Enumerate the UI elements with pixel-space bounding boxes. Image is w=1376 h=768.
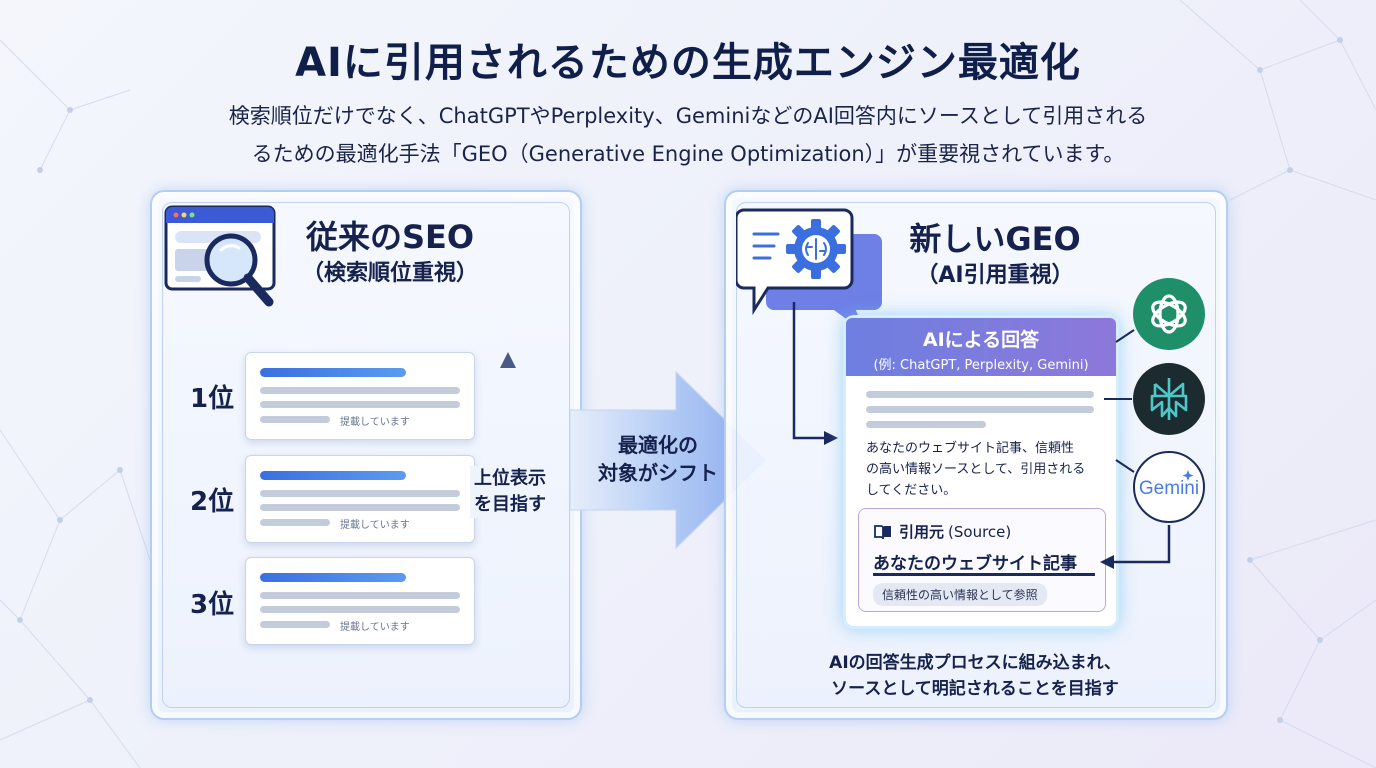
ai-answer-text: あなたのウェブサイト記事、信頼性 の高い情報ソースとして、引用される してくださ… — [866, 441, 1086, 498]
geo-heading: 新しいGEO — [909, 220, 1081, 258]
geo-caption: AIの回答生成プロセスに組み込まれ、 ソースとして明記されることを目指す — [829, 653, 1121, 699]
rank-label-3: 3位 — [190, 590, 235, 620]
result-text-bar — [260, 401, 460, 408]
rank-label-2: 2位 — [190, 487, 235, 517]
search-result-card: 提載しています — [245, 455, 475, 543]
subtitle-line-1: 検索順位だけでなく、ChatGPTやPerplexity、GeminiなどのAI… — [228, 104, 1148, 128]
gemini-logo-icon: Gemini — [1133, 451, 1205, 523]
result-note: 提載しています — [340, 622, 410, 633]
ai-chat-gear-icon — [736, 208, 882, 332]
book-icon — [874, 524, 891, 539]
result-note: 提載しています — [340, 417, 410, 428]
search-result-card: 提載しています — [245, 557, 475, 645]
ai-answer-header: AIによる回答 (例: ChatGPT, Perplexity, Gemini) — [846, 318, 1116, 376]
geo-panel-inner-frame — [736, 202, 1216, 708]
source-title: あなたのウェブサイト記事 — [873, 554, 1077, 574]
ai-answer-box: AIによる回答 (例: ChatGPT, Perplexity, Gemini)… — [846, 318, 1116, 626]
seo-heading: 従来のSEO — [305, 218, 475, 256]
result-text-bar — [260, 606, 460, 613]
gemini-logo-text: Gemini — [1139, 478, 1199, 499]
result-text-bar — [260, 504, 460, 511]
result-title-bar — [260, 573, 406, 582]
chatgpt-logo-icon — [1133, 278, 1205, 350]
shift-arrow — [570, 370, 767, 550]
subtitle-line-2: るための最適化手法「GEO（Generative Engine Optimiza… — [251, 142, 1125, 166]
result-title-bar — [260, 368, 406, 377]
answer-text-bar — [866, 406, 1094, 413]
search-result-card: 提載しています — [245, 352, 475, 440]
result-text-bar — [260, 416, 330, 423]
page-subtitle: 検索順位だけでなく、ChatGPTやPerplexity、GeminiなどのAI… — [110, 97, 1266, 173]
perplexity-logo-icon — [1133, 363, 1205, 435]
source-label-sub: (Source) — [948, 522, 1012, 541]
citation-source-box: 引用元 (Source) あなたのウェブサイト記事 信頼性の高い情報として参照 — [858, 508, 1106, 612]
browser-search-icon — [164, 205, 276, 307]
logo-connectors — [1100, 329, 1171, 569]
ai-answer-examples: (例: ChatGPT, Perplexity, Gemini) — [873, 358, 1089, 373]
seo-subheading: （検索順位重視） — [301, 261, 478, 286]
result-text-bar — [260, 519, 330, 526]
top-rank-goal-label: 上位表示 を目指す — [470, 466, 550, 518]
chat-to-answer-connector — [792, 302, 838, 445]
answer-text-bar — [866, 391, 1094, 398]
result-text-bar — [260, 592, 460, 599]
source-label-main: 引用元 — [899, 523, 945, 541]
page-title: AIに引用されるための生成エンジン最適化 — [295, 40, 1081, 86]
result-text-bar — [260, 387, 460, 394]
ai-answer-title: AIによる回答 — [922, 329, 1040, 351]
source-note-chip: 信頼性の高い情報として参照 — [873, 583, 1047, 606]
answer-text-bar — [866, 421, 986, 428]
source-title-underline — [873, 573, 1095, 576]
result-text-bar — [260, 621, 330, 628]
rank-label-1: 1位 — [190, 384, 235, 414]
source-label-row: 引用元 (Source) — [873, 521, 1011, 542]
result-text-bar — [260, 490, 460, 497]
shift-arrow-label: 最適化の 対象がシフト — [598, 433, 718, 485]
geo-subheading: （AI引用重視） — [916, 263, 1074, 288]
result-note: 提載しています — [340, 520, 410, 531]
result-title-bar — [260, 471, 406, 480]
